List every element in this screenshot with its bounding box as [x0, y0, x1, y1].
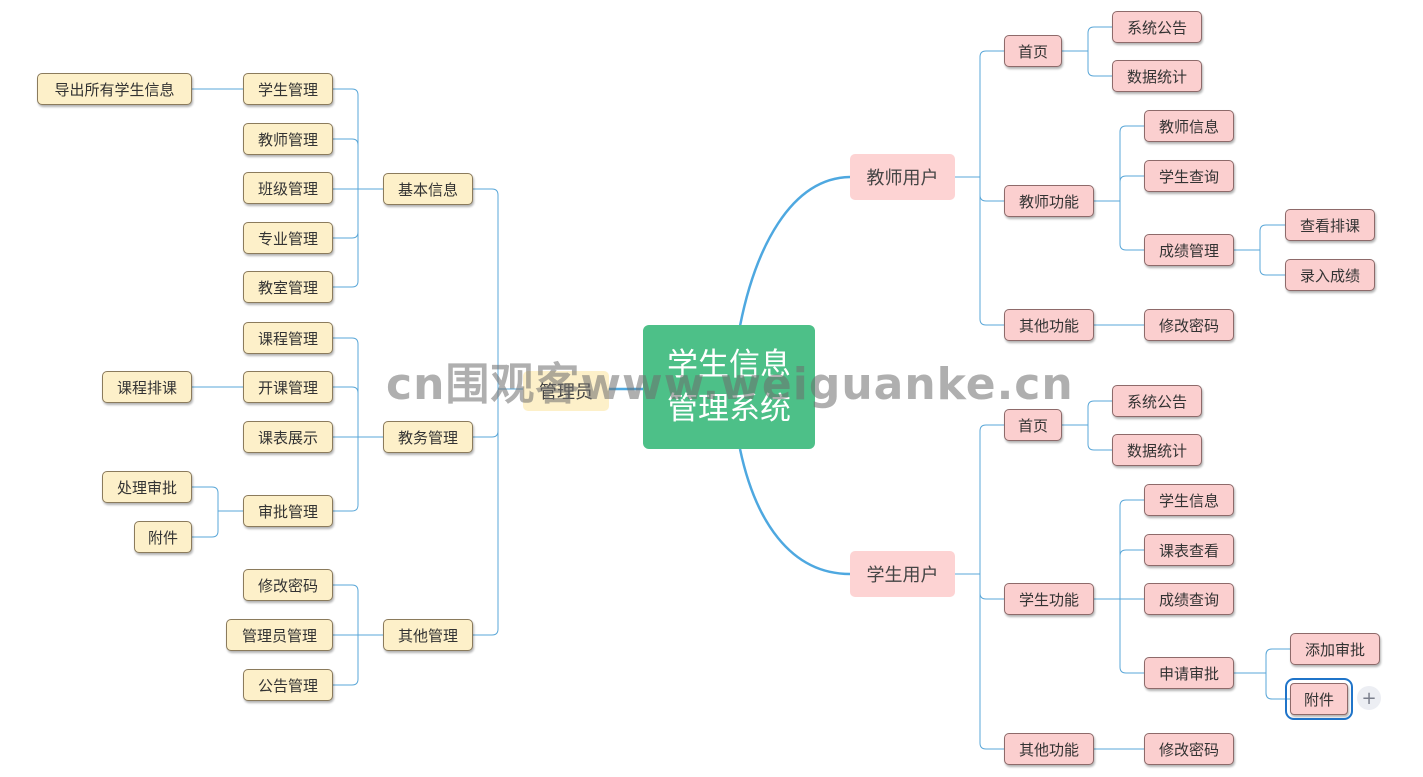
tree-student-func-edge-1 — [1119, 549, 1144, 599]
node-major-mgmt[interactable]: 专业管理 — [243, 222, 333, 254]
node-grade-mgmt[interactable]: 成绩管理 — [1144, 234, 1234, 266]
node-teacher-stats[interactable]: 数据统计 — [1112, 60, 1202, 92]
tree-student-home-edge-0 — [1087, 400, 1112, 425]
node-basic-info[interactable]: 基本信息 — [383, 173, 473, 205]
tree-student-home-edge-1 — [1087, 425, 1112, 451]
tree-student-edge-2 — [979, 574, 1004, 750]
node-apply-approval[interactable]: 申请审批 — [1144, 657, 1234, 689]
tree-teacher-edge-0 — [979, 50, 1004, 177]
tree-admin-approval-edge-0 — [192, 486, 219, 511]
tree-teacher-func-edge-1 — [1119, 175, 1144, 201]
tree-teacher-home-edge-0 — [1087, 26, 1112, 51]
node-student-mgmt[interactable]: 学生管理 — [243, 73, 333, 105]
tree-admin-approval-edge-1 — [192, 511, 219, 538]
root-line1: 学生信息 — [667, 347, 791, 383]
node-notice-mgmt[interactable]: 公告管理 — [243, 669, 333, 701]
node-timetable-view[interactable]: 课表查看 — [1144, 534, 1234, 566]
node-open-course[interactable]: 开课管理 — [243, 371, 333, 403]
tree-admin-basic-edge-1 — [333, 138, 359, 189]
node-teacher-mgmt[interactable]: 教师管理 — [243, 123, 333, 155]
tree-student-edge-0 — [979, 424, 1004, 574]
curve-root-teacher — [738, 175, 851, 327]
node-student-change-password[interactable]: 修改密码 — [1144, 733, 1234, 765]
node-enter-grades[interactable]: 录入成绩 — [1285, 259, 1375, 291]
tree-admin-edge-2 — [473, 389, 499, 636]
node-admin-attachment[interactable]: 附件 — [134, 521, 192, 553]
tree-student-func-edge-3 — [1119, 599, 1144, 674]
node-teacher-home[interactable]: 首页 — [1004, 35, 1062, 67]
node-course-mgmt[interactable]: 课程管理 — [243, 322, 333, 354]
tree-teacher-edge-1 — [979, 177, 1004, 202]
tree-teacher-edge-2 — [979, 177, 1004, 326]
node-teacher-notice[interactable]: 系统公告 — [1112, 11, 1202, 43]
tree-admin-edge-1 — [473, 389, 499, 438]
tree-admin-affairs-edge-3 — [333, 437, 359, 512]
node-student-other[interactable]: 其他功能 — [1004, 733, 1094, 765]
node-add-approval[interactable]: 添加审批 — [1290, 633, 1380, 665]
node-approval-mgmt[interactable]: 审批管理 — [243, 495, 333, 527]
node-admin-users[interactable]: 管理员管理 — [226, 619, 333, 651]
branch-admin[interactable]: 管理员 — [523, 371, 609, 411]
node-room-mgmt[interactable]: 教室管理 — [243, 271, 333, 303]
node-export-students[interactable]: 导出所有学生信息 — [37, 73, 192, 105]
node-view-schedule[interactable]: 查看排课 — [1285, 209, 1375, 241]
node-student-query[interactable]: 学生查询 — [1144, 160, 1234, 192]
tree-admin-other-edge-2 — [333, 635, 359, 686]
curve-root-student — [738, 448, 851, 576]
node-course-schedule[interactable]: 课程排课 — [102, 371, 192, 403]
tree-admin-edge-0 — [473, 188, 499, 389]
tree-teacher-home-edge-1 — [1087, 51, 1112, 77]
root-node[interactable]: 学生信息 管理系统 — [643, 325, 815, 449]
node-student-stats[interactable]: 数据统计 — [1112, 434, 1202, 466]
branch-teacher[interactable]: 教师用户 — [850, 154, 955, 200]
node-teacher-change-password[interactable]: 修改密码 — [1144, 309, 1234, 341]
branch-student[interactable]: 学生用户 — [850, 551, 955, 597]
node-teacher-other[interactable]: 其他功能 — [1004, 309, 1094, 341]
node-student-functions[interactable]: 学生功能 — [1004, 583, 1094, 615]
root-line2: 管理系统 — [667, 391, 791, 427]
tree-teacher-grades-edge-0 — [1259, 224, 1285, 250]
tree-admin-basic-edge-0 — [333, 88, 359, 189]
tree-admin-basic-edge-4 — [333, 189, 359, 288]
node-student-attachment[interactable]: 附件 — [1285, 678, 1353, 720]
node-teacher-info[interactable]: 教师信息 — [1144, 110, 1234, 142]
tree-student-apply-edge-1 — [1265, 673, 1290, 700]
tree-teacher-grades-edge-1 — [1259, 250, 1285, 276]
node-student-info[interactable]: 学生信息 — [1144, 484, 1234, 516]
tree-admin-affairs-edge-0 — [333, 337, 359, 437]
tree-student-apply-edge-0 — [1265, 648, 1290, 673]
node-timetable-display[interactable]: 课表展示 — [243, 421, 333, 453]
tree-student-func-edge-0 — [1119, 499, 1144, 599]
tree-admin-other-edge-0 — [333, 584, 359, 635]
tree-admin-basic-edge-3 — [333, 189, 359, 239]
node-student-home[interactable]: 首页 — [1004, 409, 1062, 441]
node-teacher-functions[interactable]: 教师功能 — [1004, 185, 1094, 217]
tree-student-edge-1 — [979, 574, 1004, 600]
tree-admin-affairs-edge-1 — [333, 386, 359, 437]
node-admin-change-password[interactable]: 修改密码 — [243, 569, 333, 601]
node-class-mgmt[interactable]: 班级管理 — [243, 172, 333, 204]
node-grade-query[interactable]: 成绩查询 — [1144, 583, 1234, 615]
node-student-notice[interactable]: 系统公告 — [1112, 385, 1202, 417]
add-node-icon[interactable]: + — [1357, 686, 1381, 710]
node-other-mgmt[interactable]: 其他管理 — [383, 619, 473, 651]
node-process-approval[interactable]: 处理审批 — [102, 471, 192, 503]
tree-teacher-func-edge-0 — [1119, 125, 1144, 201]
node-academic-affairs[interactable]: 教务管理 — [383, 421, 473, 453]
tree-teacher-func-edge-2 — [1119, 201, 1144, 251]
